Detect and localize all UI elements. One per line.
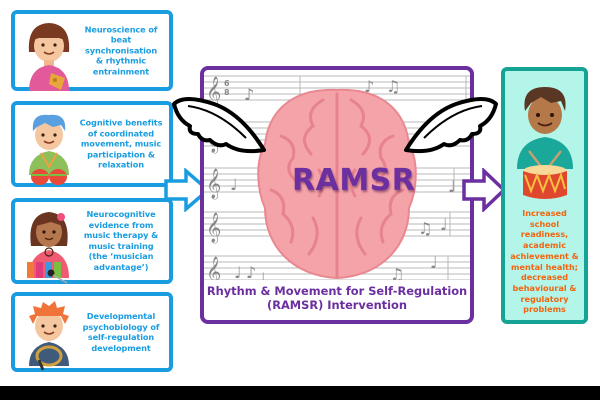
outcome-box: Increased school readiness, academic ach… (501, 67, 588, 324)
svg-text:♩: ♩ (258, 269, 266, 280)
input-text-3: Neurocognitive evidence from music thera… (83, 209, 159, 273)
wing-left-icon (172, 97, 266, 154)
svg-text:♩: ♩ (234, 263, 242, 280)
svg-text:6: 6 (224, 79, 230, 88)
input-text-1: Neuroscience of beat synchronisation & r… (84, 24, 158, 77)
svg-text:♪: ♪ (364, 77, 374, 96)
input-text-4: Developmental psychobiology of self-regu… (82, 310, 160, 353)
input-box-neuroscience: Neuroscience of beat synchronisation & r… (11, 10, 173, 91)
svg-text:♪: ♪ (246, 263, 256, 280)
girl-with-bell-icon (21, 18, 77, 91)
svg-text:♩: ♩ (230, 175, 238, 194)
treble-clef-icon: 𝄞 (206, 76, 221, 108)
input-text-2: Cognitive benefits of coordinated moveme… (79, 117, 163, 170)
svg-text:♪: ♪ (244, 85, 254, 104)
svg-text:♫: ♫ (390, 265, 404, 280)
girl-with-xylophone-icon (21, 206, 77, 284)
input-box-neurocognitive: Neurocognitive evidence from music thera… (11, 198, 173, 284)
diagram-canvas: Neuroscience of beat synchronisation & r… (11, 10, 588, 372)
input-box-cognitive: Cognitive benefits of coordinated moveme… (11, 101, 173, 187)
brain-icon (257, 88, 417, 280)
boy-with-tambourine-icon (21, 300, 77, 371)
output-arrow-icon (462, 168, 507, 212)
svg-text:8: 8 (224, 88, 230, 97)
svg-text:♩: ♩ (430, 253, 438, 272)
svg-text:♫: ♫ (386, 77, 400, 96)
svg-text:𝄞: 𝄞 (206, 168, 221, 200)
svg-text:♩: ♩ (440, 215, 448, 234)
svg-text:𝄞: 𝄞 (206, 212, 221, 244)
wing-right-icon (404, 97, 498, 154)
svg-text:𝄞: 𝄞 (206, 256, 221, 280)
boy-with-maracas-icon (21, 109, 77, 185)
boy-with-drum-icon (511, 77, 579, 205)
ramsr-label: RAMSR (292, 163, 416, 198)
input-box-developmental: Developmental psychobiology of self-regu… (11, 292, 173, 372)
outcome-text: Increased school readiness, academic ach… (510, 208, 579, 315)
svg-text:♩: ♩ (448, 177, 456, 196)
input-arrow-icon (164, 168, 211, 212)
bottom-black-bar (0, 386, 600, 400)
svg-text:♫: ♫ (418, 219, 432, 238)
intervention-caption: Rhythm & Movement for Self-Regulation (R… (206, 284, 468, 312)
